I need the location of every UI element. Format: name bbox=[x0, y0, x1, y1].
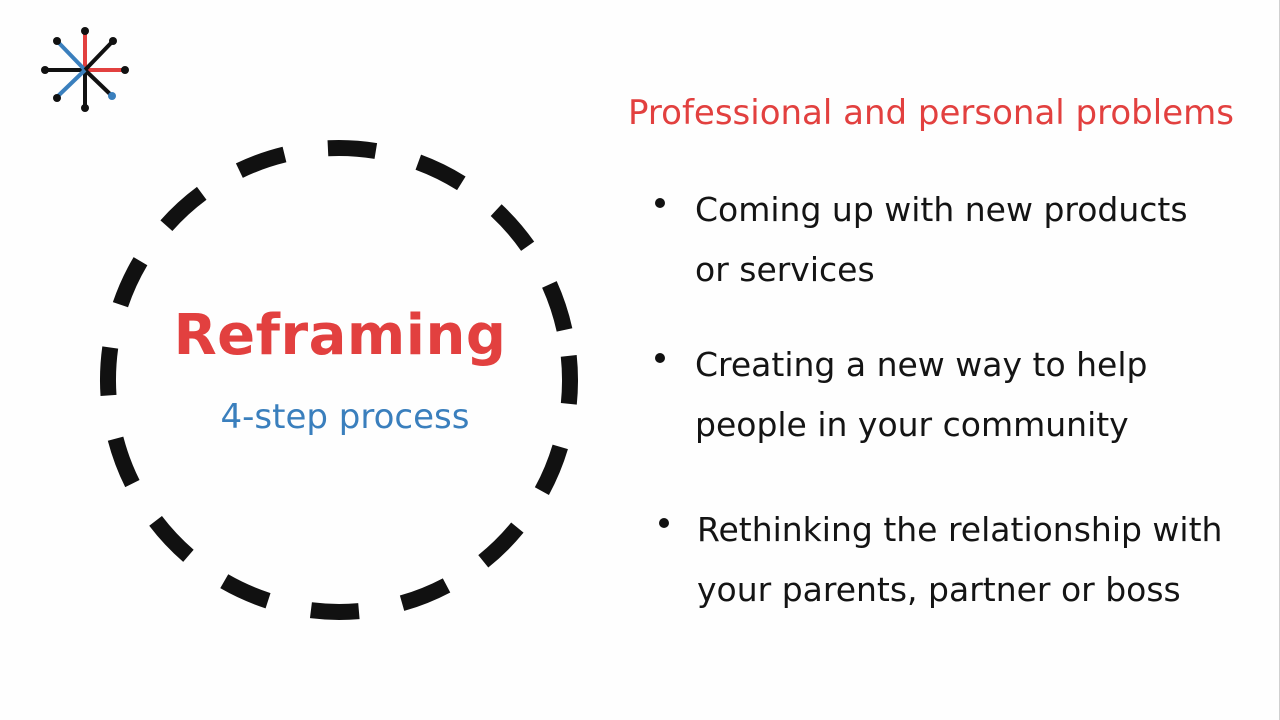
dashed-circle-frame bbox=[99, 140, 579, 620]
bullet-line: people in your community bbox=[695, 405, 1129, 444]
bullet-text: Rethinking the relationship with your pa… bbox=[697, 500, 1247, 620]
bullet-text: Coming up with new products or services bbox=[695, 180, 1245, 300]
topic-title: Reframing bbox=[173, 303, 507, 368]
bullet-line: Coming up with new products bbox=[695, 190, 1188, 229]
asterisk-starburst-logo-icon bbox=[41, 27, 129, 112]
section-heading: Professional and personal problems bbox=[628, 93, 1234, 133]
bullet-dot-icon bbox=[655, 198, 665, 208]
bullet-text: Creating a new way to help people in you… bbox=[695, 335, 1245, 455]
bullet-dot-icon bbox=[659, 518, 669, 528]
bullet-line: your parents, partner or boss bbox=[697, 570, 1181, 609]
topic-subtitle: 4-step process bbox=[220, 397, 470, 437]
bullet-line: or services bbox=[695, 250, 875, 289]
bullet-line: Creating a new way to help bbox=[695, 345, 1148, 384]
bullet-line: Rethinking the relationship with bbox=[697, 510, 1223, 549]
bullet-dot-icon bbox=[655, 353, 665, 363]
